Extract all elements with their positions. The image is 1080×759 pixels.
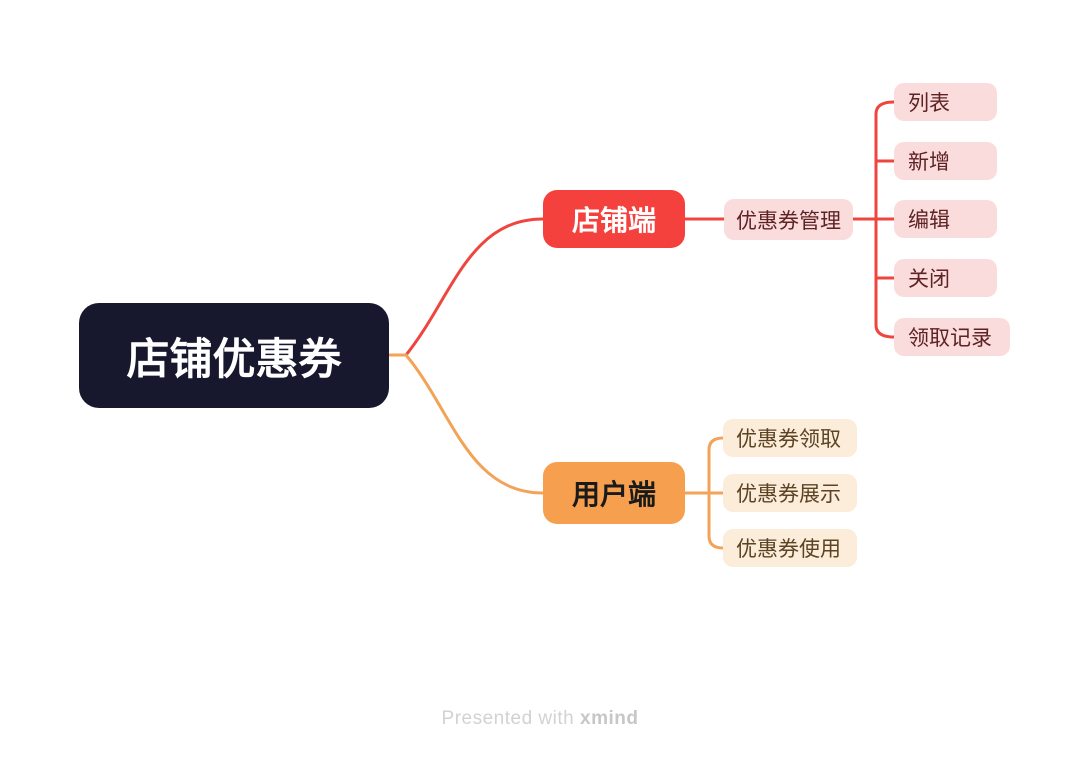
topic-coupon-management[interactable]: 优惠券管理 [724,199,853,240]
connector-store-trunk [874,100,896,339]
connector-user-trunk [707,436,725,550]
subtopic-coupon-claim[interactable]: 优惠券领取 [723,419,857,457]
watermark: Presented with xmind [0,708,1080,730]
subtopic-edit[interactable]: 编辑 [894,200,997,238]
connector-root-to-user [404,353,545,495]
subtopic-close[interactable]: 关闭 [894,259,997,297]
subtopic-coupon-display[interactable]: 优惠券展示 [723,474,857,512]
subtopic-list[interactable]: 列表 [894,83,997,121]
root-topic[interactable]: 店铺优惠券 [79,303,389,408]
branch-user-topic[interactable]: 用户端 [543,462,685,524]
subtopic-coupon-usage[interactable]: 优惠券使用 [723,529,857,567]
branch-store-topic[interactable]: 店铺端 [543,190,685,248]
watermark-brand: xmind [580,708,639,729]
subtopic-add[interactable]: 新增 [894,142,997,180]
connector-root-to-store [404,217,545,357]
watermark-prefix: Presented with [441,708,580,729]
subtopic-claim-records[interactable]: 领取记录 [894,318,1010,356]
